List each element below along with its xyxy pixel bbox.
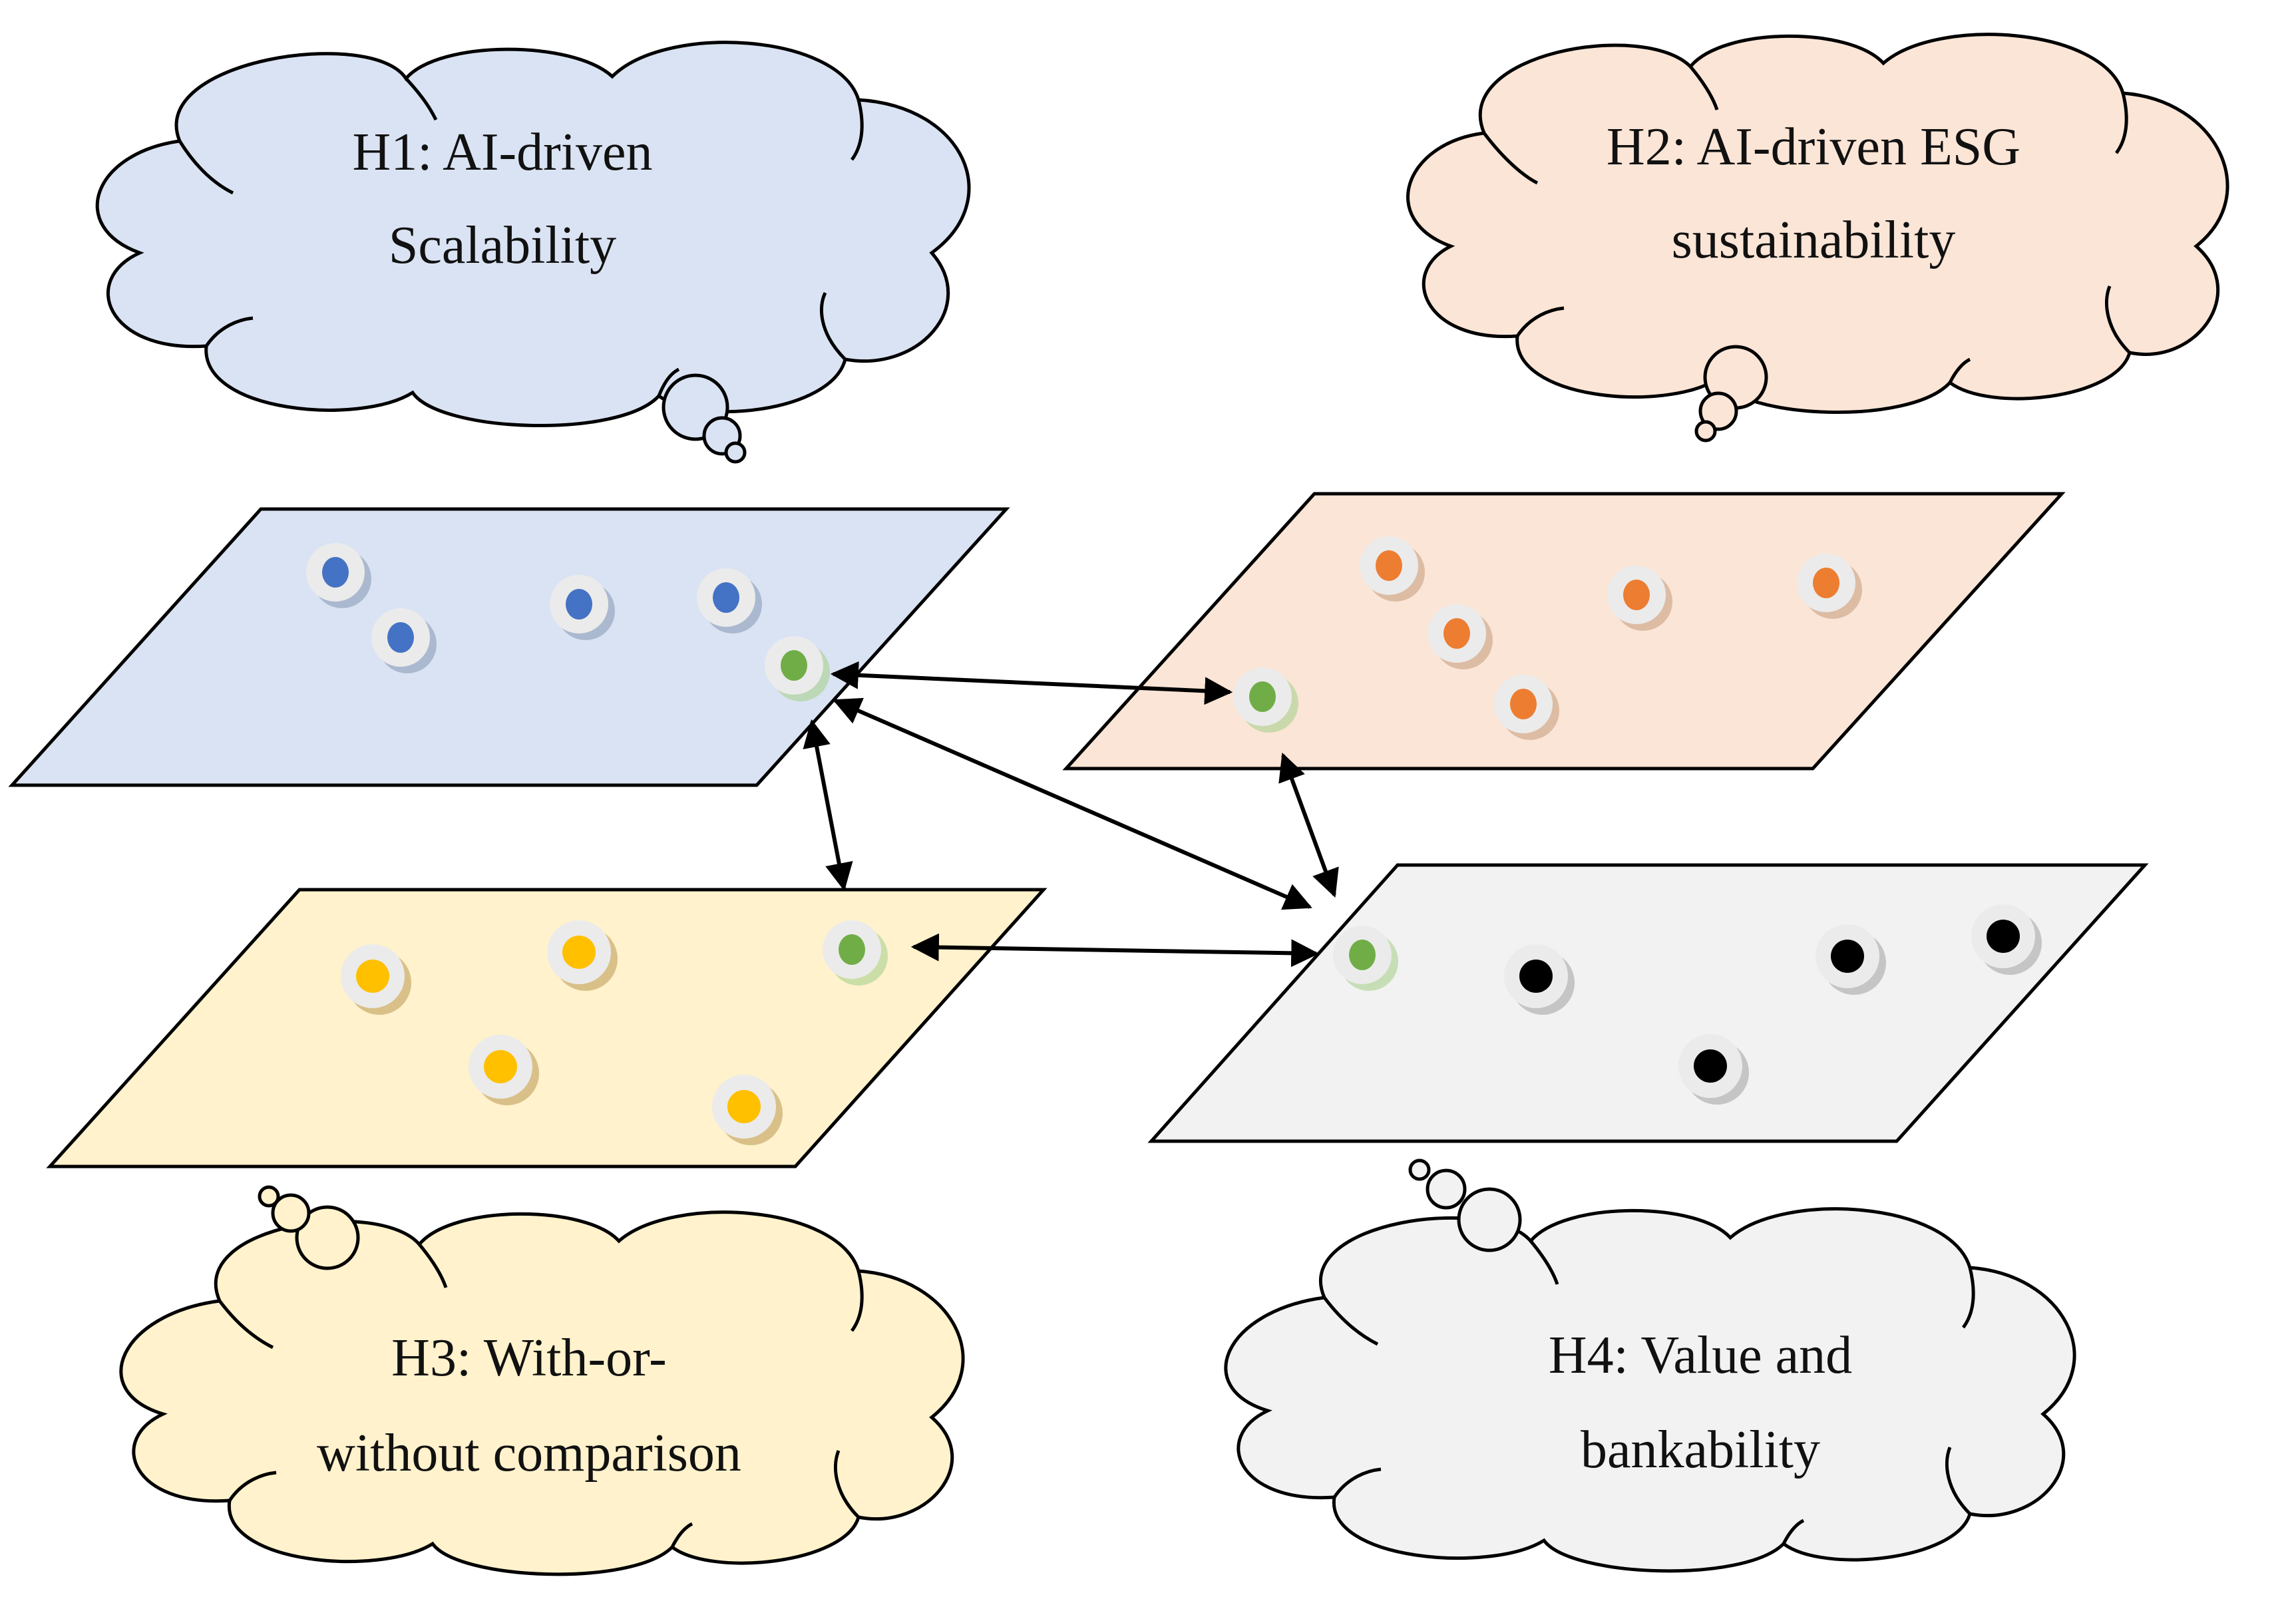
cloud-h2-shape — [1406, 33, 2229, 415]
plane-h2-dots — [1233, 536, 1862, 740]
plane-h4-dots — [1333, 904, 2042, 1105]
connections — [803, 661, 1339, 968]
cloud-h4: H4: Value and bankability — [1224, 1158, 2076, 1573]
node-dot — [306, 543, 371, 608]
arrow-h1-h4 — [833, 697, 1312, 910]
thought-bubble — [724, 441, 747, 464]
arrow-h2-h4 — [1278, 753, 1339, 898]
arrow-h1-h3 — [803, 719, 853, 892]
arrow-h1-h2 — [830, 661, 1233, 705]
plane-h3 — [46, 888, 1048, 1168]
arrow-h3-h4 — [910, 933, 1320, 968]
plane-h4 — [1147, 863, 2149, 1143]
thought-bubble — [295, 1205, 360, 1270]
node-dot — [547, 920, 618, 991]
thought-bubble — [1698, 391, 1738, 431]
node-dot — [1607, 566, 1672, 631]
cloud-h3-shape — [119, 1210, 965, 1576]
cloud-h3-line2: without comparison — [317, 1424, 741, 1483]
cloud-h1-shape — [95, 41, 971, 428]
node-dot — [1504, 944, 1575, 1015]
cloud-h1-line1: H1: AI-driven — [352, 123, 652, 182]
link-dot-h3 — [823, 920, 888, 985]
plane-h3-dots — [341, 920, 888, 1145]
cloud-h3: H3: With-or- without comparison — [119, 1185, 965, 1576]
thought-bubble — [1408, 1158, 1431, 1181]
cloud-h1-line2: Scalability — [389, 216, 616, 275]
thought-bubble — [258, 1185, 280, 1208]
node-dot — [1816, 924, 1886, 995]
node-dot — [1428, 604, 1493, 669]
cloud-h4-shape — [1224, 1207, 2076, 1573]
cloud-h2: H2: AI-driven ESG sustainability — [1406, 33, 2229, 443]
node-dot — [697, 568, 762, 633]
node-dot — [371, 608, 437, 673]
thought-bubble — [1694, 420, 1717, 443]
node-dot — [469, 1035, 539, 1105]
node-dot — [550, 575, 615, 640]
cloud-h2-line2: sustainability — [1672, 211, 1956, 269]
node-dot — [1678, 1034, 1749, 1105]
link-dot-h1 — [765, 636, 830, 701]
cloud-h4-line2: bankability — [1581, 1421, 1820, 1479]
plane-h2 — [1062, 492, 2066, 771]
node-dot — [1360, 536, 1425, 602]
node-dot — [341, 944, 411, 1015]
cloud-h3-line1: H3: With-or- — [391, 1329, 667, 1387]
thought-bubble — [1426, 1168, 1467, 1210]
cloud-h4-line1: H4: Value and — [1549, 1326, 1852, 1385]
thought-bubble — [271, 1193, 311, 1233]
thought-bubble — [1457, 1187, 1522, 1252]
node-dot — [1494, 675, 1559, 740]
cloud-h1: H1: AI-driven Scalability — [95, 41, 971, 464]
node-dot — [1971, 904, 2042, 975]
node-dot — [712, 1075, 783, 1145]
node-dot — [1797, 554, 1862, 619]
cloud-h2-line1: H2: AI-driven ESG — [1607, 118, 2020, 176]
plane-h1-dots — [306, 543, 830, 701]
link-dot-h4 — [1333, 926, 1398, 991]
plane-h1 — [8, 507, 1010, 787]
